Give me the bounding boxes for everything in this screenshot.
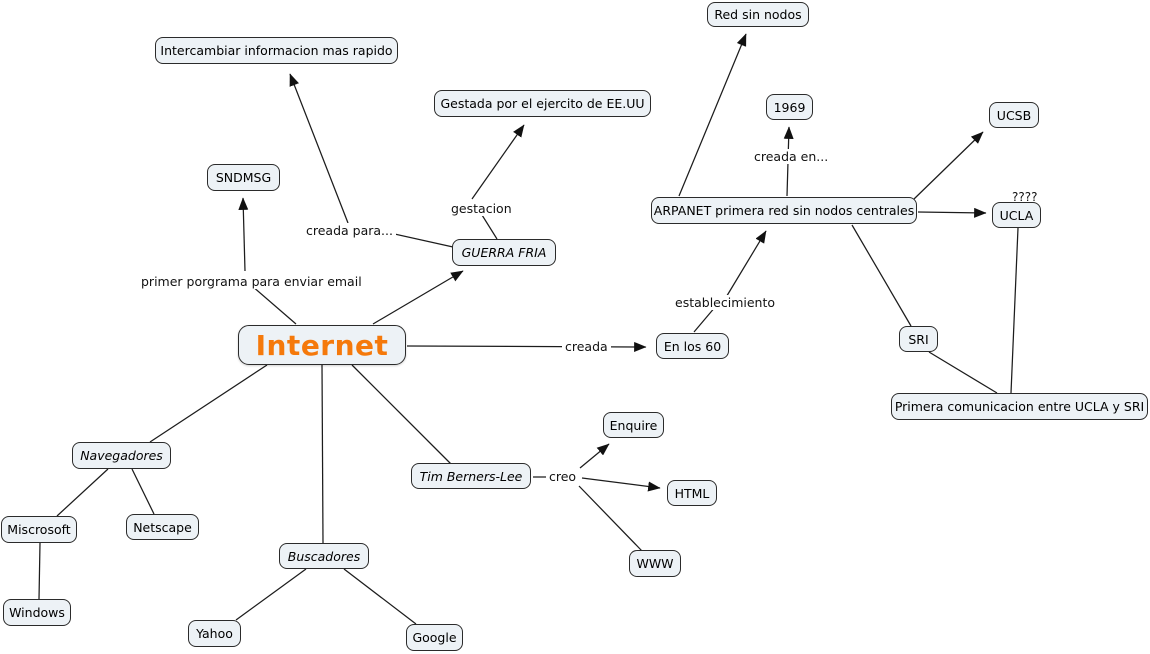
edge-creo-to-www (578, 485, 643, 552)
node-intercambiar-informacion[interactable]: Intercambiar informacion mas rapido (155, 37, 398, 64)
node-ucla[interactable]: UCLA (992, 202, 1041, 228)
edge-buscadores-to-yahoo (235, 568, 307, 621)
edge-primer-to-sndmsg (238, 197, 249, 272)
edge-arpanet-to-ucsb (913, 131, 984, 200)
node-tim-berners-lee[interactable]: Tim Berners-Lee (411, 463, 531, 489)
node-navegadores[interactable]: Navegadores (72, 442, 171, 469)
edge-arpanet-to-ucla (917, 207, 987, 218)
node-buscadores[interactable]: Buscadores (279, 543, 369, 569)
node-www[interactable]: WWW (629, 550, 681, 577)
node-arpanet[interactable]: ARPANET primera red sin nodos centrales (651, 197, 917, 224)
edge-establecimiento-to-arpanet (724, 230, 767, 300)
link-label-establecimiento[interactable]: establecimiento (672, 295, 779, 310)
node-ucsb[interactable]: UCSB (989, 102, 1039, 128)
edge-creo-to-html (581, 477, 661, 492)
edge-ucla-to-primera (1010, 227, 1019, 394)
node-red-sin-nodos[interactable]: Red sin nodos (707, 2, 809, 27)
link-label-creada-para[interactable]: creada para... (303, 223, 396, 238)
link-label-creada[interactable]: creada (562, 339, 611, 354)
node-html[interactable]: HTML (667, 480, 717, 506)
edge-internet-to-navegadores (149, 364, 268, 443)
edge-internet-to-primer (251, 285, 297, 325)
link-label-creada-en[interactable]: creada en... (751, 149, 832, 164)
node-netscape[interactable]: Netscape (126, 514, 199, 540)
link-label-gestacion[interactable]: gestacion (448, 201, 515, 216)
node-gestada-por-ejercito[interactable]: Gestada por el ejercito de EE.UU (434, 90, 651, 117)
edge-arpanet-to-redsinnodos (678, 33, 747, 197)
ucla-overlapped-text: ???? (1012, 190, 1038, 204)
edge-navegadores-to-netscape (131, 468, 155, 515)
link-label-primer-programa[interactable]: primer porgrama para enviar email (138, 274, 365, 289)
node-guerra-fria[interactable]: GUERRA FRIA (452, 239, 556, 266)
edge-miscrosoft-to-windows (38, 542, 41, 600)
edge-creo-to-enquire (579, 443, 610, 469)
edge-internet-to-buscadores (321, 364, 324, 544)
node-google[interactable]: Google (406, 624, 463, 651)
edge-guerra-fria-to-gestacion (481, 214, 498, 240)
edge-sri-to-primera (928, 351, 998, 394)
edge-internet-to-tim (351, 364, 452, 465)
edge-gestacion-to-gestada (471, 124, 525, 200)
node-enquire[interactable]: Enquire (603, 412, 664, 438)
node-1969[interactable]: 1969 (766, 94, 813, 120)
edge-arpanet-to-sri (851, 224, 912, 327)
edge-creadapara-to-intercambiar (289, 73, 349, 224)
node-sndmsg[interactable]: SNDMSG (207, 164, 280, 191)
node-internet[interactable]: Internet (238, 325, 406, 365)
edge-enlos60-to-establecimiento (693, 305, 717, 333)
node-sri[interactable]: SRI (899, 326, 938, 352)
link-label-creo[interactable]: creo (546, 469, 580, 484)
node-primera-comunicacion[interactable]: Primera comunicacion entre UCLA y SRI (891, 393, 1148, 420)
node-miscrosoft[interactable]: Miscrosoft (1, 516, 77, 543)
edge-buscadores-to-google (343, 568, 417, 625)
node-windows[interactable]: Windows (3, 599, 71, 626)
node-yahoo[interactable]: Yahoo (188, 620, 241, 647)
node-en-los-60[interactable]: En los 60 (656, 333, 729, 359)
edge-internet-to-guerra-fria (372, 270, 464, 325)
edge-navegadores-to-miscrosoft (56, 468, 109, 517)
